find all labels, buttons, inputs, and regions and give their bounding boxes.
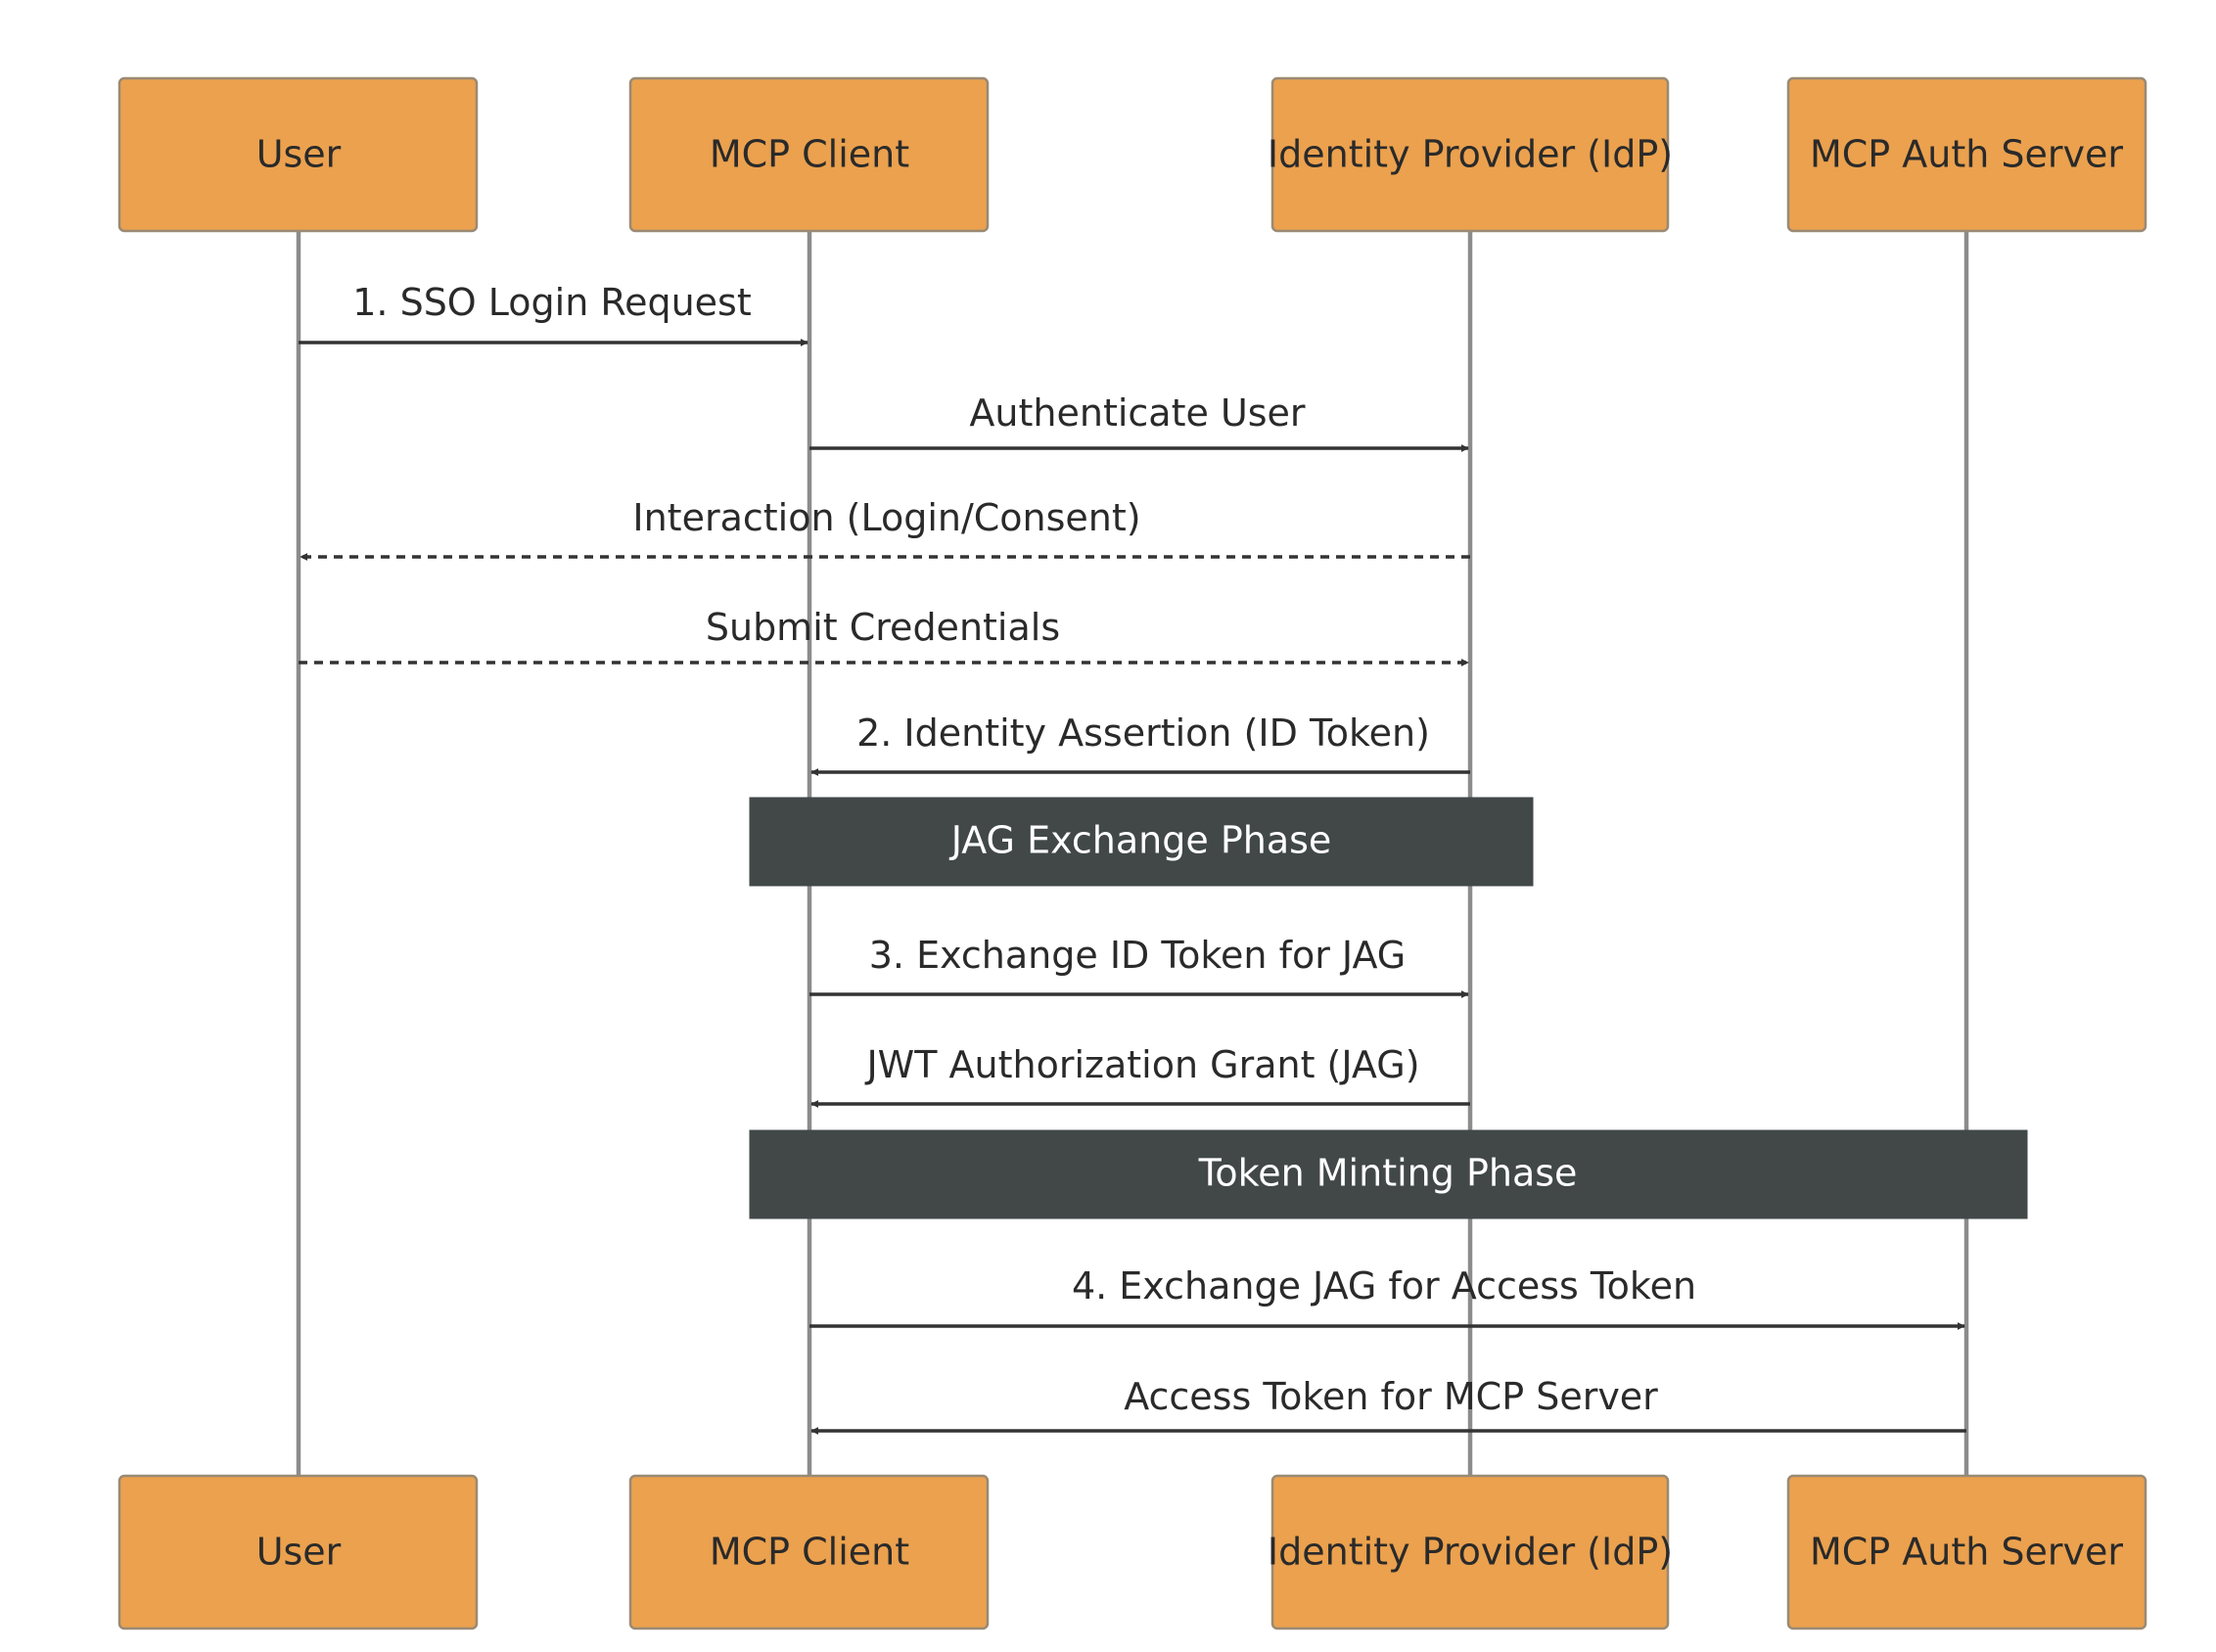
note-token-minting-phase: Token Minting Phase [749, 1129, 2028, 1219]
actor-label-user-bottom: User [256, 1531, 342, 1574]
actor-mcp-client-top: MCP Client [628, 76, 990, 233]
actor-label-identity-provider-top: Identity Provider (IdP) [1268, 133, 1673, 176]
message-label-6: 3. Exchange ID Token for JAG [869, 934, 1406, 977]
actor-mcp-auth-server-top: MCP Auth Server [1786, 76, 2147, 233]
message-label-5: 2. Identity Assertion (ID Token) [856, 711, 1430, 755]
actor-label-mcp-auth-server-bottom: MCP Auth Server [1810, 1531, 2123, 1574]
note-jag-exchange-phase: JAG Exchange Phase [749, 797, 1534, 887]
message-label-7: JWT Authorization Grant (JAG) [864, 1043, 1419, 1086]
actor-mcp-auth-server-bottom: MCP Auth Server [1786, 1474, 2147, 1630]
message-label-2: Authenticate User [969, 391, 1306, 435]
message-label-1: 1. SSO Login Request [352, 281, 752, 324]
message-label-8: 4. Exchange JAG for Access Token [1072, 1264, 1696, 1308]
message-label-4: Submit Credentials [706, 606, 1060, 649]
actor-label-mcp-client-bottom: MCP Client [710, 1531, 909, 1574]
actor-identity-provider-bottom: Identity Provider (IdP) [1268, 1474, 1673, 1630]
note-label-token-minting-phase: Token Minting Phase [1198, 1152, 1578, 1195]
actor-label-user-top: User [256, 133, 342, 176]
actor-label-identity-provider-bottom: Identity Provider (IdP) [1268, 1531, 1673, 1574]
actor-mcp-client-bottom: MCP Client [628, 1474, 990, 1630]
message-label-9: Access Token for MCP Server [1124, 1375, 1658, 1418]
message-label-3: Interaction (Login/Consent) [632, 496, 1140, 539]
note-label-jag-exchange-phase: JAG Exchange Phase [949, 819, 1332, 862]
actor-user-bottom: User [117, 1474, 479, 1630]
actor-label-mcp-client-top: MCP Client [710, 133, 909, 176]
actor-user-top: User [117, 76, 479, 233]
actor-identity-provider-top: Identity Provider (IdP) [1268, 76, 1673, 233]
actor-label-mcp-auth-server-top: MCP Auth Server [1810, 133, 2123, 176]
